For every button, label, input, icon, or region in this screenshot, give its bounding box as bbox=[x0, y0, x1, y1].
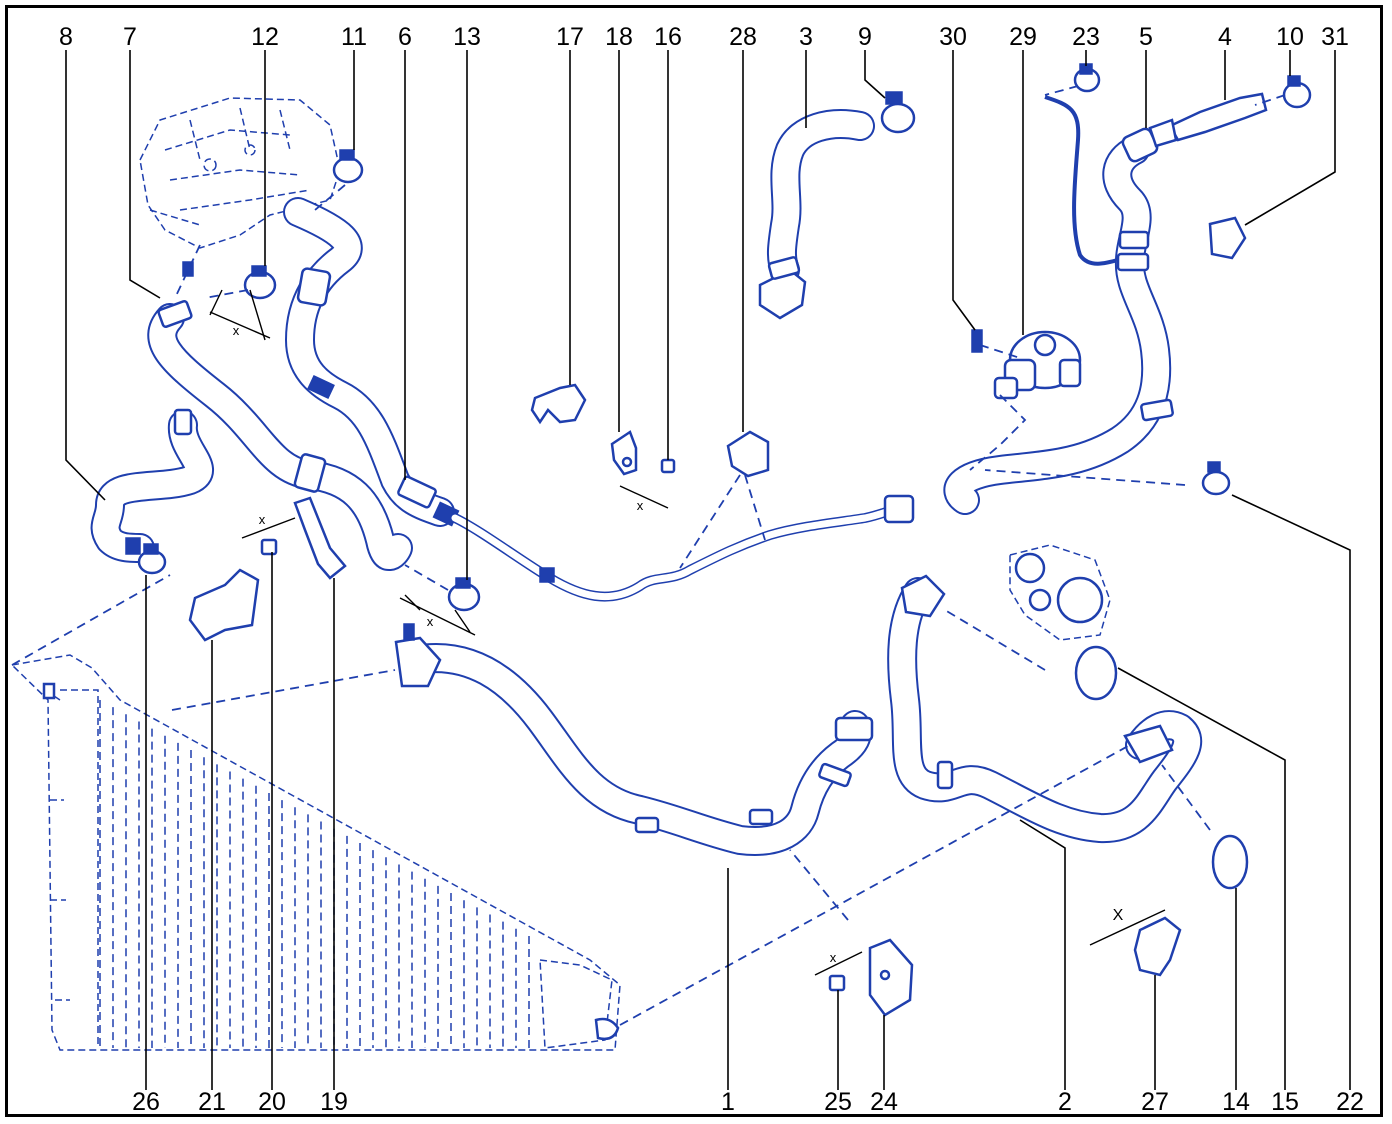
callout-3: 3 bbox=[799, 23, 813, 51]
hose-8 bbox=[90, 408, 214, 563]
callout-12: 12 bbox=[251, 23, 279, 51]
callout-17: 17 bbox=[556, 23, 584, 51]
diagram-frame bbox=[5, 5, 1383, 1117]
callout-5: 5 bbox=[1139, 23, 1153, 51]
callout-26: 26 bbox=[132, 1088, 160, 1116]
callout-13: 13 bbox=[453, 23, 481, 51]
callout-24: 24 bbox=[870, 1088, 898, 1116]
callout-7: 7 bbox=[123, 23, 137, 51]
water-pump-29 bbox=[971, 329, 1082, 400]
callout-30: 30 bbox=[939, 23, 967, 51]
clamps bbox=[137, 63, 1312, 890]
callout-20: 20 bbox=[258, 1088, 286, 1116]
callout-25: 25 bbox=[824, 1088, 852, 1116]
callout-14: 14 bbox=[1222, 1088, 1250, 1116]
dim-x-13: x bbox=[427, 614, 434, 629]
hose-3 bbox=[758, 109, 875, 320]
callout-18: 18 bbox=[605, 23, 633, 51]
callout-31: 31 bbox=[1321, 23, 1349, 51]
callout-10: 10 bbox=[1276, 23, 1304, 51]
callout-27: 27 bbox=[1141, 1088, 1169, 1116]
dim-x-20: x bbox=[259, 512, 266, 527]
hose-5-assembly bbox=[943, 95, 1174, 515]
callout-28: 28 bbox=[729, 23, 757, 51]
callout-9: 9 bbox=[858, 23, 872, 51]
callout-11: 11 bbox=[341, 23, 367, 51]
dim-x-27: X bbox=[1113, 907, 1124, 924]
callout-6: 6 bbox=[398, 23, 412, 51]
callout-21: 21 bbox=[198, 1088, 226, 1116]
hose-2 bbox=[887, 574, 1203, 843]
callout-1: 1 bbox=[721, 1088, 735, 1116]
hose-7 bbox=[147, 300, 413, 571]
leader-lines bbox=[65, 50, 1351, 1090]
callout-19: 19 bbox=[320, 1088, 348, 1116]
callout-22: 22 bbox=[1336, 1088, 1364, 1116]
part-4-connector bbox=[1148, 92, 1268, 148]
small-parts bbox=[188, 216, 1247, 1017]
dim-x-25: x bbox=[830, 950, 837, 965]
assembly-lines bbox=[11, 85, 1286, 1026]
dimension-marks: x x x x x X bbox=[209, 289, 1166, 976]
callout-23: 23 bbox=[1072, 23, 1100, 51]
hose-1 bbox=[394, 623, 874, 856]
callout-15: 15 bbox=[1271, 1088, 1299, 1116]
dim-x-16: x bbox=[637, 498, 644, 513]
callout-labels: 8 7 12 11 6 13 17 18 16 28 3 9 30 29 23 … bbox=[59, 23, 1364, 1116]
callout-4: 4 bbox=[1218, 23, 1232, 51]
callout-8: 8 bbox=[59, 23, 73, 51]
dim-x-12: x bbox=[233, 323, 240, 338]
callout-2: 2 bbox=[1058, 1088, 1072, 1116]
thermostat-housing bbox=[1009, 544, 1111, 641]
radiator bbox=[10, 654, 621, 1051]
bleed-pipe bbox=[450, 494, 915, 602]
callout-16: 16 bbox=[654, 23, 682, 51]
callout-29: 29 bbox=[1009, 23, 1037, 51]
engine-block bbox=[139, 97, 341, 277]
